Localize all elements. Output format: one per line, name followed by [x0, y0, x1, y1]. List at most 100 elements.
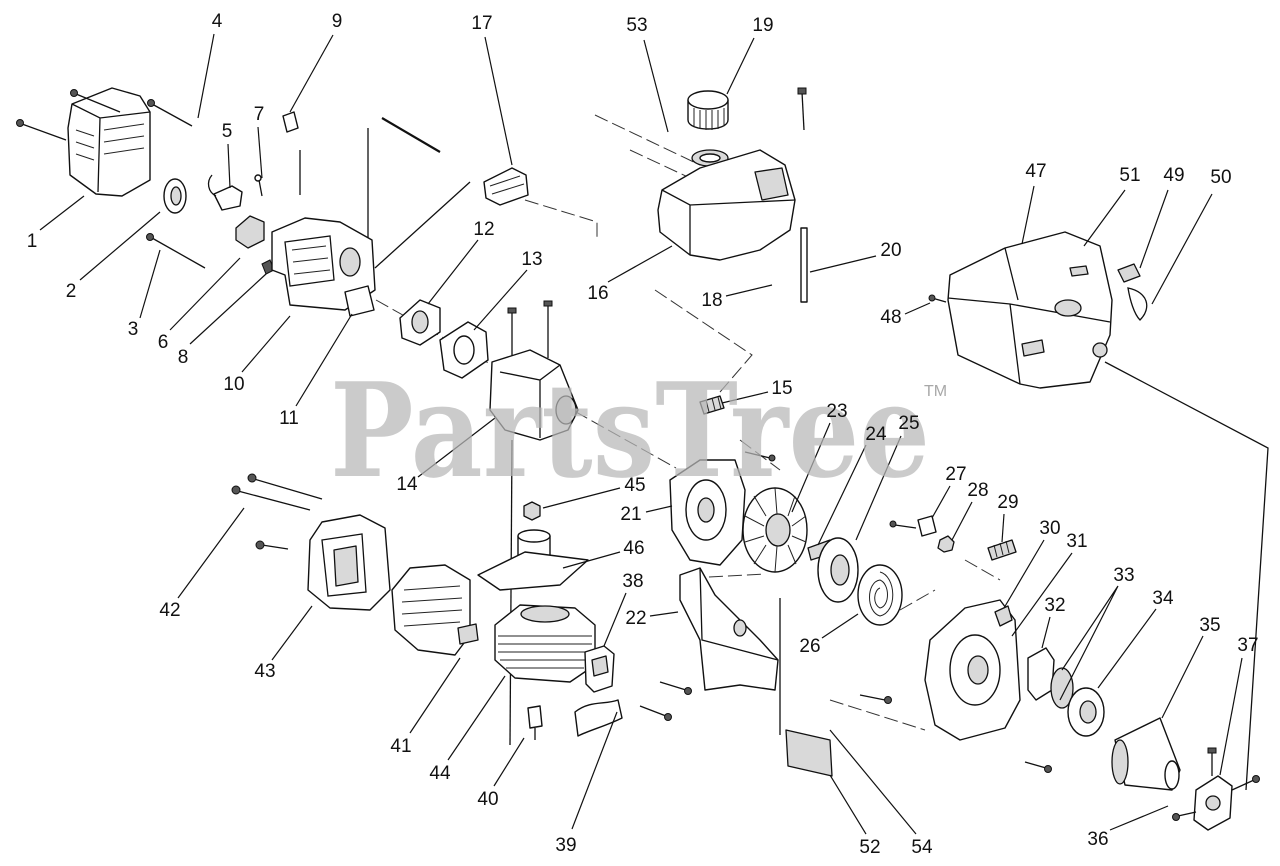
- callout-11: 11: [279, 408, 299, 429]
- leader-line: [473, 269, 528, 331]
- callout-1: 1: [27, 231, 38, 252]
- callout-44: 44: [429, 763, 451, 784]
- callout-27: 27: [945, 464, 966, 485]
- part-2-drawing: [163, 178, 187, 214]
- parts-38-39-40-drawing: [527, 645, 692, 740]
- leader-line: [1003, 539, 1045, 609]
- callout-2: 2: [66, 281, 77, 302]
- part-14-drawing: [489, 300, 579, 441]
- leader-line: [271, 605, 313, 661]
- callout-49: 49: [1163, 165, 1184, 186]
- watermark-trademark: TM: [924, 383, 947, 400]
- callout-28: 28: [967, 480, 988, 501]
- callout-12: 12: [473, 219, 494, 240]
- leader-line: [809, 255, 877, 273]
- leader-line: [197, 33, 215, 119]
- part-1-drawing: [67, 87, 151, 197]
- part-52-drawing: [785, 729, 833, 777]
- parts-36-37-drawing: [1172, 747, 1260, 831]
- leader-line: [177, 507, 245, 599]
- callout-7: 7: [254, 104, 265, 125]
- callout-52: 52: [859, 837, 880, 858]
- part-35-drawing: [1111, 717, 1181, 791]
- callout-30: 30: [1039, 518, 1060, 539]
- leader-line: [139, 249, 161, 319]
- callout-36: 36: [1087, 829, 1108, 850]
- part-47-drawing: [947, 231, 1113, 389]
- leader-line: [289, 34, 334, 113]
- leader-line: [427, 239, 479, 305]
- leader-line: [829, 729, 917, 835]
- leader-line: [79, 211, 161, 281]
- part-25-drawing: [817, 537, 859, 603]
- callout-53: 53: [626, 15, 647, 36]
- callout-42: 42: [159, 600, 180, 621]
- callout-34: 34: [1152, 588, 1174, 609]
- watermark: PartsTree TM: [330, 354, 947, 507]
- leader-line: [643, 39, 669, 133]
- callout-17: 17: [471, 13, 492, 34]
- leader-line: [645, 505, 673, 513]
- callout-35: 35: [1199, 615, 1220, 636]
- screws-top-left: [16, 89, 206, 269]
- part-26-drawing: [857, 564, 903, 626]
- callout-38: 38: [622, 571, 643, 592]
- leader-line: [726, 37, 755, 95]
- leader-line: [1021, 185, 1035, 245]
- parts-5-6-7-8-drawing: [207, 111, 299, 275]
- callout-13: 13: [521, 249, 542, 270]
- leader-line: [1151, 193, 1213, 305]
- part-20-drawing: [800, 227, 808, 303]
- part-23-drawing: [742, 487, 808, 573]
- callout-33: 33: [1113, 565, 1134, 586]
- part-43-drawing: [307, 514, 391, 611]
- alignment-lines: [299, 114, 1269, 791]
- leader-line: [821, 613, 859, 639]
- callout-29: 29: [997, 492, 1018, 513]
- part-41-drawing: [391, 564, 479, 656]
- part-10-drawing: [271, 217, 376, 311]
- leader-line: [571, 711, 618, 830]
- leader-line: [169, 257, 241, 331]
- leader-line: [241, 315, 291, 373]
- callout-50: 50: [1210, 167, 1231, 188]
- leader-line: [409, 657, 461, 734]
- leader-line: [603, 592, 627, 647]
- leader-line: [562, 551, 621, 569]
- leader-line: [931, 485, 951, 519]
- leader-line: [1059, 585, 1119, 701]
- leader-line: [1001, 513, 1005, 543]
- callout-37: 37: [1237, 635, 1258, 656]
- callout-23: 23: [826, 401, 847, 422]
- callout-31: 31: [1066, 531, 1087, 552]
- part-11-drawing: [344, 285, 375, 317]
- callout-5: 5: [222, 121, 233, 142]
- callout-26: 26: [799, 636, 820, 657]
- callout-32: 32: [1044, 595, 1065, 616]
- leader-line: [721, 391, 769, 404]
- parts-48-49-50-drawing: [928, 263, 1148, 321]
- callout-41: 41: [390, 736, 411, 757]
- parts-45-46-drawing: [477, 501, 589, 591]
- callout-20: 20: [880, 240, 901, 261]
- callout-51: 51: [1119, 165, 1140, 186]
- part-34-drawing: [1067, 687, 1105, 737]
- leader-line: [855, 435, 902, 541]
- part-13-drawing: [439, 321, 489, 379]
- callout-15: 15: [771, 378, 792, 399]
- callout-6: 6: [158, 332, 169, 353]
- leader-line: [417, 417, 496, 478]
- callout-46: 46: [623, 538, 644, 559]
- callout-47: 47: [1025, 161, 1046, 182]
- callout-24: 24: [865, 424, 887, 445]
- part-16-drawing: [657, 87, 807, 261]
- callout-labels: 1 2 3 4 5 6 7 8 9 10 11 12 13 14 15 16 1…: [27, 11, 1259, 858]
- callout-48: 48: [880, 307, 901, 328]
- part-44-drawing: [494, 604, 596, 683]
- leader-line: [951, 501, 973, 541]
- leader-line: [189, 273, 267, 345]
- leader-line: [649, 611, 679, 617]
- part-33-drawing: [1050, 667, 1074, 709]
- callout-19: 19: [752, 15, 773, 36]
